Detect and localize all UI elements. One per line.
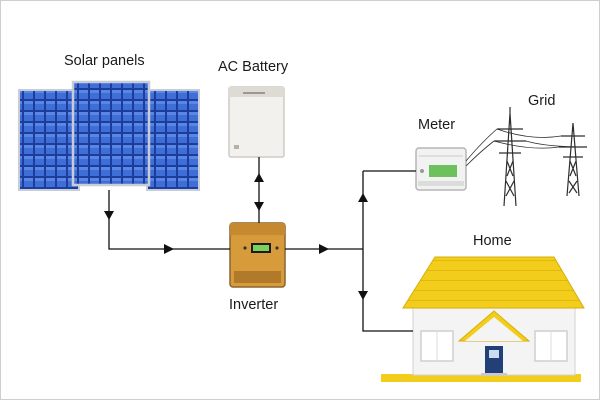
inverter-icon bbox=[229, 222, 286, 288]
flow-arrowheads bbox=[104, 173, 368, 300]
solar-panel-right bbox=[146, 89, 200, 191]
ac-battery-label: AC Battery bbox=[218, 59, 289, 75]
inverter-label: Inverter bbox=[229, 297, 279, 313]
ac-battery-icon bbox=[228, 86, 285, 158]
solar-panels bbox=[18, 80, 200, 191]
arrow-right-from-inverter bbox=[319, 244, 329, 254]
arrow-down-to-home bbox=[358, 291, 368, 300]
grid-towers-icon bbox=[465, 107, 588, 207]
home-label: Home bbox=[473, 233, 512, 249]
arrow-up-battery bbox=[254, 173, 264, 182]
grid-label: Grid bbox=[528, 93, 556, 109]
home-icon bbox=[381, 256, 585, 382]
arrow-down-battery bbox=[254, 202, 264, 211]
arrow-right-to-inverter bbox=[164, 244, 174, 254]
solar-panels-label: Solar panels bbox=[64, 53, 145, 69]
arrow-up-to-meter bbox=[358, 193, 368, 202]
solar-panel-center bbox=[71, 80, 151, 187]
flow-connectors bbox=[108, 157, 416, 332]
meter-icon bbox=[415, 147, 467, 191]
meter-label: Meter bbox=[418, 117, 456, 133]
solar-panel-left bbox=[18, 89, 80, 191]
arrow-down-solar bbox=[104, 211, 114, 220]
